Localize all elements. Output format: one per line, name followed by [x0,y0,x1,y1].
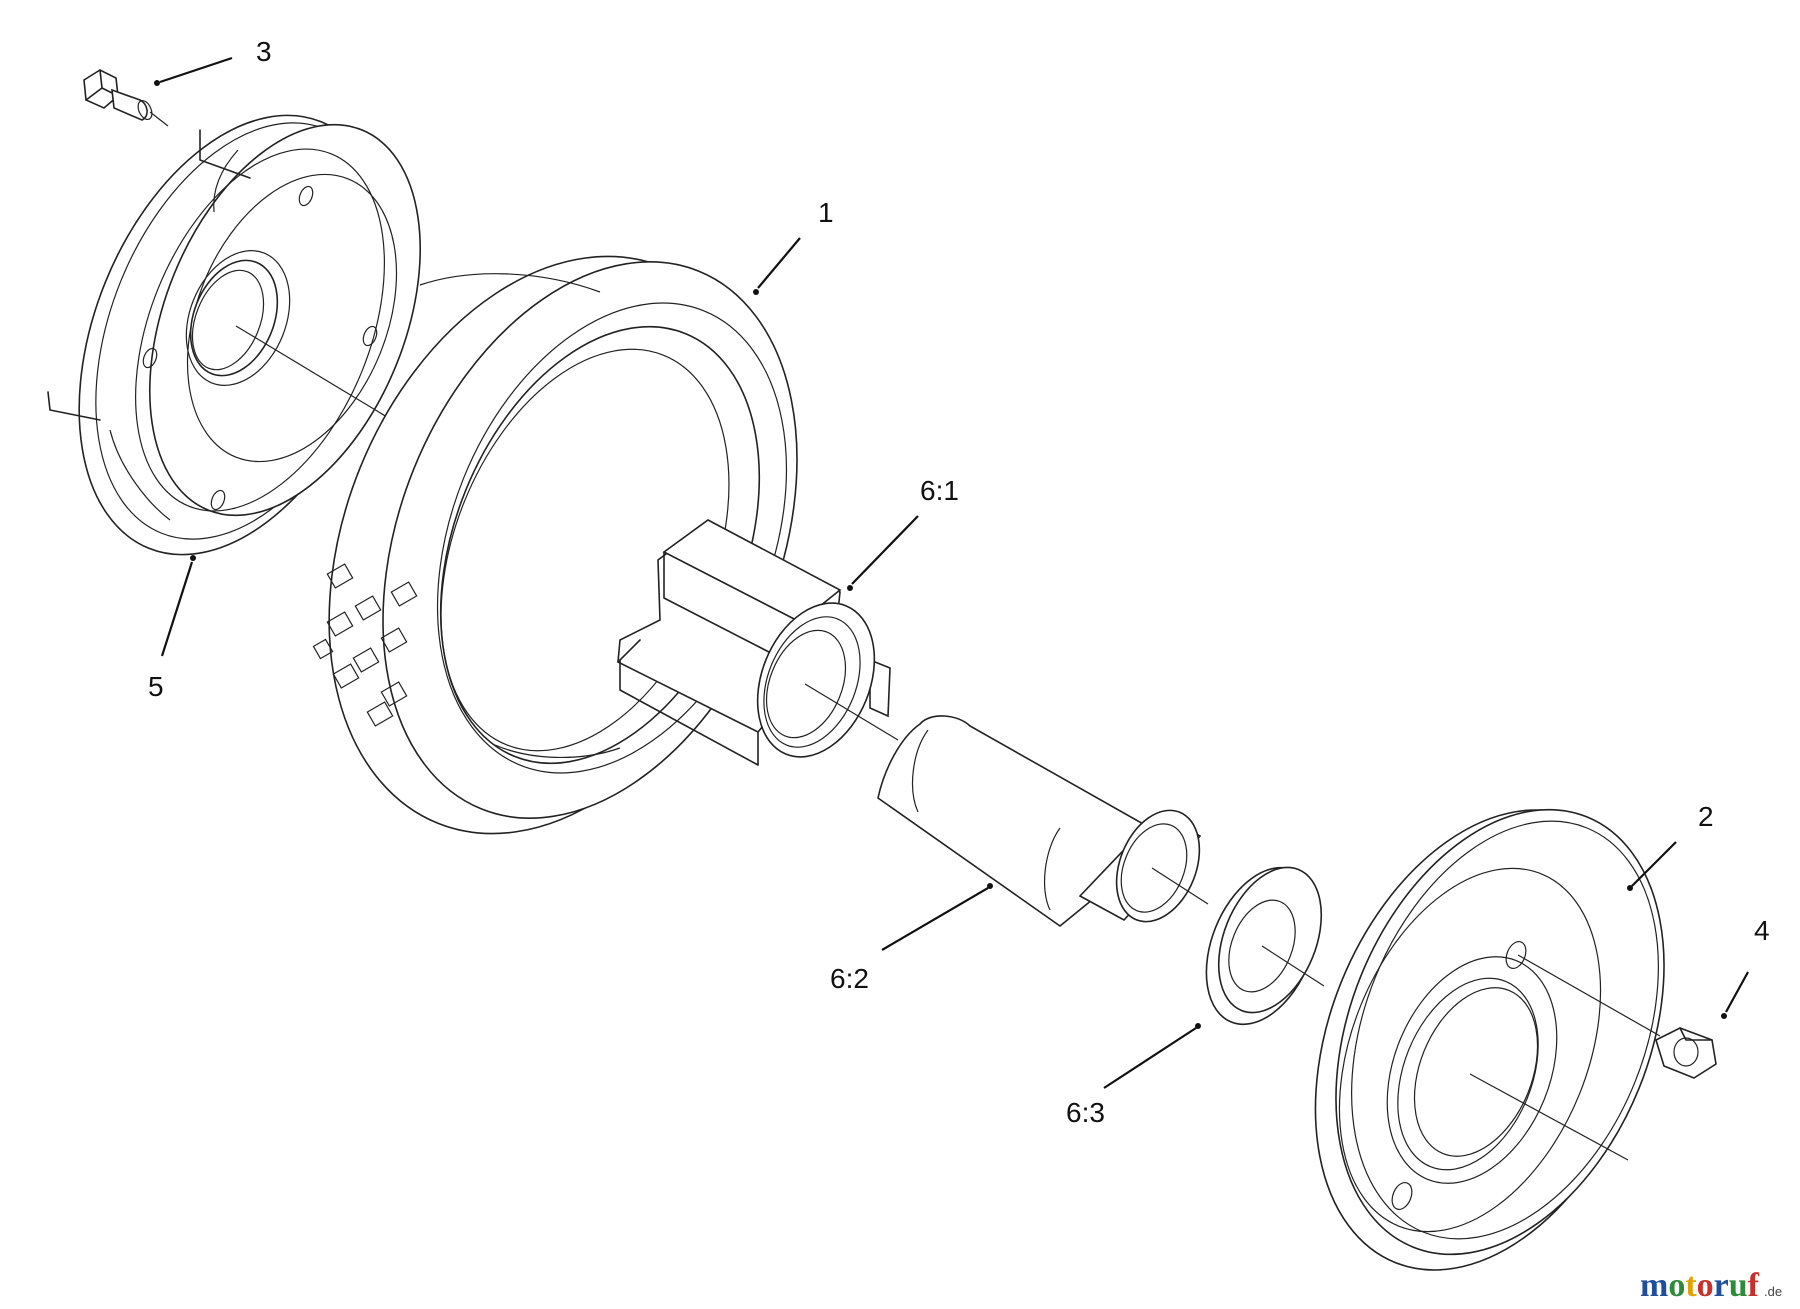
callout-4: 4 [1754,915,1770,946]
callout-5: 5 [148,671,164,702]
callout-6-1: 6:1 [920,475,959,506]
part-2-wheel-half [1314,808,1665,1271]
part-5-wheel-half [47,114,421,556]
callout-2: 2 [1698,801,1714,832]
svg-text:.de: .de [1764,1284,1782,1299]
part-4-nut [1655,1027,1717,1079]
part-6-3-washer [1205,866,1325,1026]
callout-labels: 3 1 5 6:1 6:2 6:3 2 4 [148,36,1770,1128]
leader-lines [154,56,1749,1089]
callout-6-2: 6:2 [830,963,869,994]
callout-3: 3 [256,36,272,67]
callout-6-3: 6:3 [1066,1097,1105,1128]
callout-1: 1 [818,197,834,228]
watermark-logo: motoruf .de [1640,1267,1782,1304]
watermark-text: motoruf [1640,1267,1760,1304]
part-6-2-spacer [877,715,1209,928]
part-6-1-hub [617,519,899,766]
part-3-bolt [83,69,169,127]
